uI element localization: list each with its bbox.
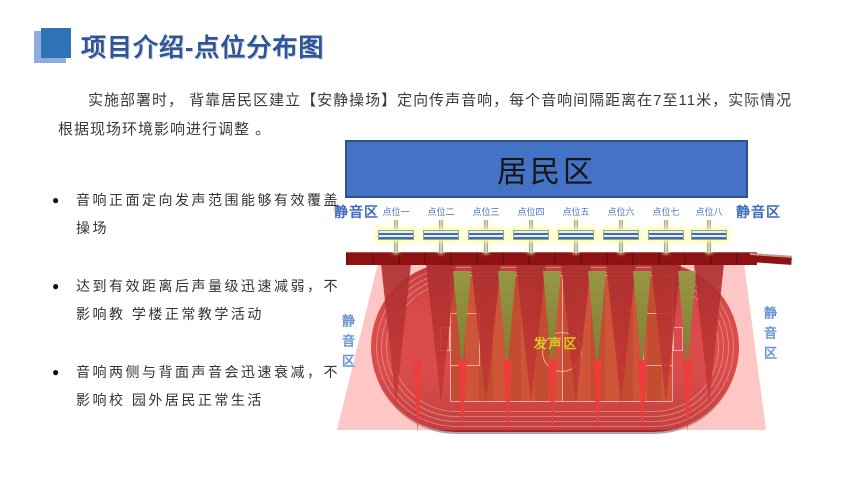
speaker-bar	[558, 230, 594, 240]
track-lane-line	[376, 267, 734, 427]
sound-spike	[683, 360, 692, 432]
point-distribution-diagram: 居民区 静音区 静音区 点位一 点位二 点位三 点位四 点位五 点位六 点位七 …	[330, 136, 792, 436]
intro-paragraph: 实施部署时， 背靠居民区建立【安静操场】定向传声音响，每个音响间隔距离在7至11…	[58, 92, 793, 138]
bullet-item: ● 音响两侧与背面声音会迅速衰减，不影响校 园外居民正常生活	[52, 358, 340, 414]
speaker-icon	[423, 220, 459, 253]
bullet-item: ● 音响正面定向发声范围能够有效覆盖操场	[52, 186, 340, 242]
speaker-bar	[513, 230, 549, 240]
sound-spike	[458, 360, 467, 432]
boundary-wall	[346, 252, 757, 265]
quiet-zone-label-right: 静音区	[736, 204, 781, 220]
bullet-text: 达到有效距离后声量级迅速减弱，不影响教 学楼正常教学活动	[76, 278, 340, 322]
sound-spike	[593, 360, 602, 432]
residential-area-box: 居民区	[345, 140, 748, 198]
speaker-bar	[603, 230, 639, 240]
bullet-item: ● 达到有效距离后声量级迅速减弱，不影响教 学楼正常教学活动	[52, 272, 340, 328]
page-title: 项目介绍-点位分布图	[81, 34, 325, 62]
speaker-bar	[423, 230, 459, 240]
point-label-7: 点位七	[652, 207, 680, 217]
speaker-icon	[468, 220, 504, 253]
speaker-bar	[468, 230, 504, 240]
speaker-icon	[558, 220, 594, 253]
quiet-zone-label-right-vertical: 静音区	[762, 306, 777, 366]
bullet-text: 音响两侧与背面声音会迅速衰减，不影响校 园外居民正常生活	[76, 364, 340, 408]
bullet-list: ● 音响正面定向发声范围能够有效覆盖操场 ● 达到有效距离后声量级迅速减弱，不影响教…	[52, 186, 340, 444]
speaker-icon	[691, 220, 727, 253]
speaker-icon	[378, 220, 414, 253]
speaker-icon	[648, 220, 684, 253]
sound-spread-overlay	[337, 263, 766, 430]
bullet-dot-icon: ●	[52, 279, 60, 293]
sound-spike	[638, 360, 647, 432]
bullet-dot-icon: ●	[52, 365, 60, 379]
speaker-icon	[603, 220, 639, 253]
field-goal-right	[673, 327, 683, 351]
title-square-icon	[41, 28, 71, 58]
point-label-2: 点位二	[427, 207, 455, 217]
point-label-1: 点位一	[382, 207, 410, 217]
point-label-4: 点位四	[517, 207, 545, 217]
sound-spike	[503, 360, 512, 432]
bullet-dot-icon: ●	[52, 193, 60, 207]
speaker-bar	[648, 230, 684, 240]
quiet-zone-label-left-vertical: 静音区	[340, 314, 355, 374]
speaker-bar	[691, 230, 727, 240]
sound-spike	[548, 360, 557, 432]
point-label-3: 点位三	[472, 207, 500, 217]
point-label-6: 点位六	[607, 207, 635, 217]
quiet-zone-label-left: 静音区	[334, 204, 379, 220]
speaker-icon	[513, 220, 549, 253]
sound-spike	[413, 360, 422, 432]
point-label-5: 点位五	[562, 207, 590, 217]
bullet-text: 音响正面定向发声范围能够有效覆盖操场	[76, 192, 340, 236]
speaker-bar	[378, 230, 414, 240]
point-label-8: 点位八	[695, 207, 723, 217]
sound-zone-label: 发声区	[533, 336, 579, 351]
